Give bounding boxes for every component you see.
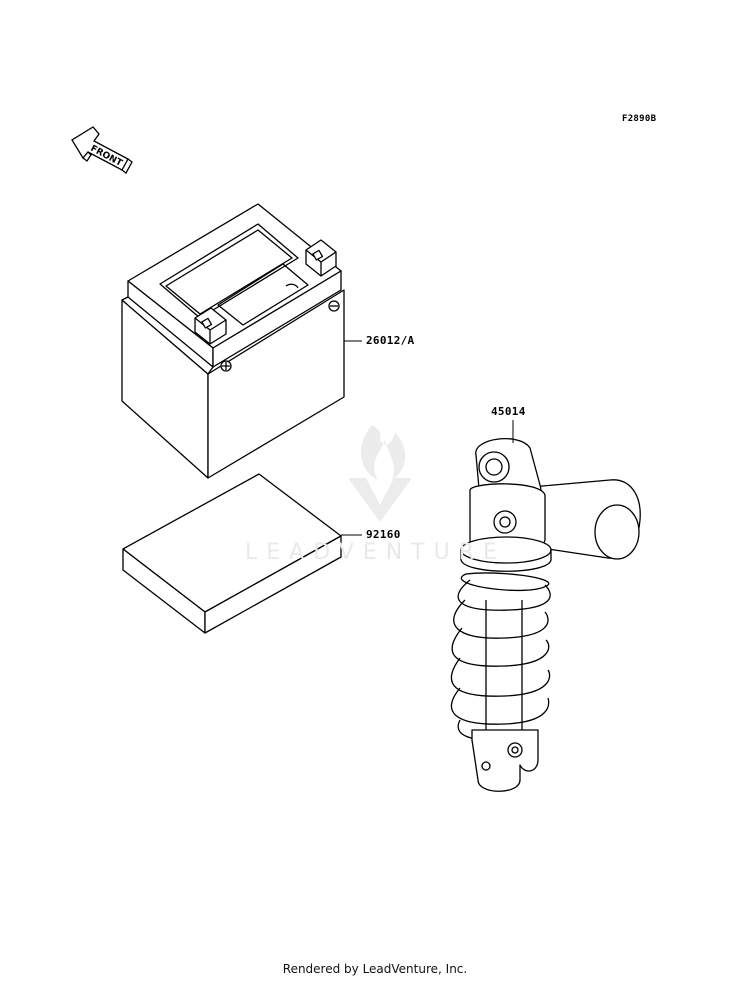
part-number-shock[interactable]: 45014	[491, 405, 526, 418]
pad-illustration	[122, 473, 342, 634]
diagram-code: F2890B	[622, 114, 657, 124]
front-arrow-icon	[71, 126, 133, 174]
watermark-logo	[348, 425, 412, 522]
part-number-pad[interactable]: 92160	[366, 528, 401, 541]
footer-credit: Rendered by LeadVenture, Inc.	[282, 962, 468, 976]
battery-illustration	[121, 203, 345, 479]
leader-lines	[341, 340, 514, 536]
part-number-battery[interactable]: 26012/A	[366, 334, 415, 347]
watermark-text: LEADVENTURE	[245, 540, 506, 565]
shock-absorber-illustration	[450, 438, 641, 792]
